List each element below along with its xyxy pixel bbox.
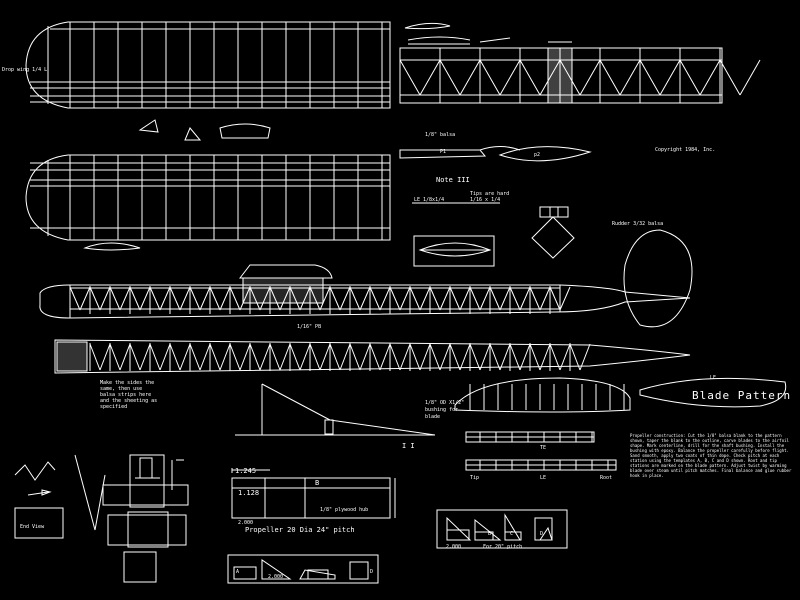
prop-len-label: 2.000 [238, 520, 254, 526]
te-strip [466, 432, 594, 442]
te-label: TE [540, 445, 547, 451]
prop-b-label: B [315, 479, 320, 487]
template-d2-label: D [370, 569, 374, 575]
fuse-note: Make the sides the same, then use balsa … [100, 380, 158, 410]
fig-i-label: I I [402, 442, 415, 450]
rudder-outline [624, 230, 692, 327]
root-label: Root [600, 475, 613, 481]
bottom-dim-label: 2.000 [446, 544, 462, 550]
credit-label: Copyright 1984, Inc. [655, 147, 716, 153]
hub-note: 1/8" plywood hub [320, 507, 369, 513]
note-iii-label: Note III [436, 176, 470, 184]
fuse-balsa-label: 1/16" PB [297, 324, 322, 330]
blade-pattern [640, 378, 786, 406]
blade-side [455, 378, 630, 412]
prop-dim-b: 1.128 [238, 489, 260, 497]
pitch-templates-row2 [228, 555, 378, 583]
blade-le-label: LE [710, 375, 717, 381]
template-b-label: B [488, 531, 492, 537]
template-d-label: D [540, 531, 544, 537]
le-lower-label: LE [540, 475, 547, 481]
top-wing-plan [26, 22, 390, 108]
end-view-label: End View [20, 524, 45, 530]
bolt-label: 1/8" balsa [425, 132, 456, 138]
tip-label: Tip [470, 475, 480, 481]
bushing-label: 1/8" OD X1/2" bushing for blade [425, 400, 465, 420]
bottom-dim2-label: 2.000 [268, 574, 284, 580]
p1-label: P1 [440, 149, 447, 155]
wing-note: Drop wing 1/4 L [2, 67, 48, 73]
rudder-label: Rudder 3/32 balsa [612, 221, 664, 227]
diamond-part [532, 207, 574, 258]
for-pitch-label: For 20" pitch [483, 544, 523, 550]
propeller-label: Propeller 20 Dia 24" pitch [245, 526, 355, 534]
fuselage-side [40, 265, 690, 318]
tip-head-label: Tips are hard [470, 191, 510, 197]
le-tip-label: LE 1/8x1/4 [414, 197, 445, 203]
pitch-templates-row1 [437, 510, 567, 548]
prop-dim-a: 1.245 [235, 467, 257, 475]
propeller-blank [232, 468, 395, 518]
template-c-label: C [510, 531, 514, 537]
nose-block [103, 455, 188, 582]
lower-wing-plan [26, 155, 390, 240]
wing-truss-view [400, 42, 760, 103]
template-a-label: A [236, 569, 240, 575]
tip-spec-label: 1/16 x 1/4 [470, 197, 501, 203]
le-strip [466, 460, 616, 470]
p2-label: p2 [534, 152, 541, 158]
pitch-triangle [235, 384, 435, 435]
blade-pattern-label: Blade Pattern [692, 389, 792, 402]
fuselage-bottom [55, 340, 690, 373]
construction-notes: Propeller construction: Cut the 1/8" bal… [630, 433, 792, 478]
